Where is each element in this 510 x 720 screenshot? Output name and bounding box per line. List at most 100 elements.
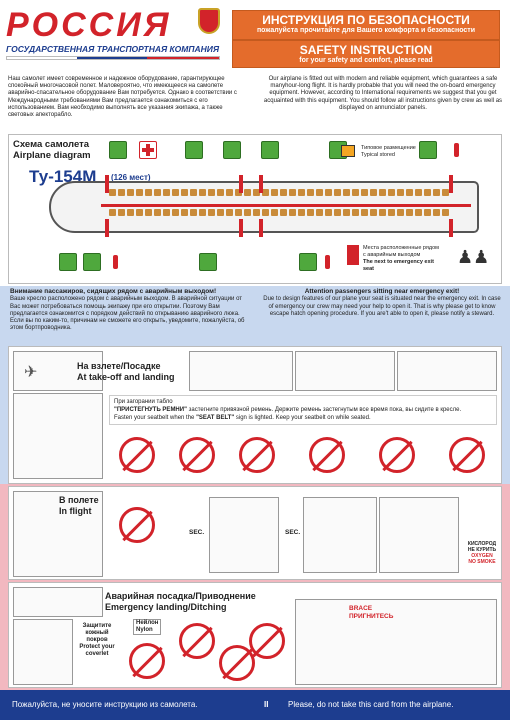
oxygen-no-smoke: КИСЛОРОД НЕ КУРИТЬ OXYGEN NO SMOKE	[467, 541, 497, 565]
instruction-en-banner: SAFETY INSTRUCTION for your safety and c…	[232, 40, 500, 68]
escape-slide-icon	[83, 253, 101, 271]
exit-marker	[105, 175, 109, 193]
in-flight-label-en: In flight	[59, 506, 92, 516]
airplane-diagram: Схема самолета Airplane diagram Ту-154М …	[8, 134, 502, 284]
near-exit-legend: Места расположенные рядом с аварийным вы…	[363, 245, 443, 273]
diagram-title-en: Airplane diagram	[13, 150, 91, 161]
instruction-en-subtitle: for your safety and comfort, please read	[299, 57, 433, 64]
header: РОССИЯ ГОСУДАРСТВЕННАЯ ТРАНСПОРТНАЯ КОМП…	[0, 0, 510, 72]
attention-en-body: Due to design features of our plane your…	[263, 296, 501, 317]
footer-bar: Пожалуйста, не уносите инструкцию из сам…	[0, 690, 510, 720]
instruction-en-title: SAFETY INSTRUCTION	[299, 43, 433, 57]
eagle-emblem-icon	[198, 8, 220, 34]
emergency-label-en: Emergency landing/Ditching	[105, 602, 227, 612]
attention-en-title: Attention passengers sitting near emerge…	[304, 288, 460, 295]
seat-count: (126 мест)	[111, 173, 151, 182]
no-cd-player-icon	[239, 437, 275, 473]
life-vest-icon	[59, 253, 77, 271]
attention-ru: Внимание пассажиров, сидящих рядом с ава…	[10, 288, 254, 333]
instruction-ru-title: ИНСТРУКЦИЯ ПО БЕЗОПАСНОСТИ	[262, 13, 470, 27]
exit-marker	[239, 175, 243, 193]
near-ru: Места расположенные рядом с аварийным вы…	[363, 245, 439, 258]
no-smoke-en: NO SMOKE	[468, 559, 496, 565]
stored-ru: Типовое размещение	[361, 145, 416, 151]
seat-row-2	[109, 209, 449, 216]
company-name: ГОСУДАРСТВЕННАЯ ТРАНСПОРТНАЯ КОМПАНИЯ	[6, 44, 220, 54]
oxygen-mask-icon	[223, 141, 241, 159]
footer-ru: Пожалуйста, не уносите инструкцию из сам…	[12, 700, 198, 709]
exit-marker	[239, 219, 243, 237]
footer-en: Please, do not take this card from the a…	[288, 700, 454, 709]
note-en-bold: "SEAT BELT"	[196, 415, 235, 421]
no-smoking-icon	[449, 437, 485, 473]
emergency-section: Аварийная посадка/Приводнение Emergency …	[8, 582, 502, 688]
seatbelt-release-panel	[397, 351, 497, 391]
exit-marker	[449, 175, 453, 193]
airplane-icon: ✈	[24, 364, 38, 381]
oxygen-ru: КИСЛОРОД НЕ КУРИТЬ	[467, 541, 497, 553]
protect-panel	[13, 619, 73, 685]
near-exit-legend-icon	[347, 245, 359, 265]
no-seatbelt-unfasten-icon	[119, 507, 155, 543]
passengers-icon: ♟♟	[457, 247, 490, 267]
in-flight-label-ru: В полете	[59, 495, 99, 505]
takeoff-label-en: At take-off and landing	[77, 372, 175, 382]
nylon-en: Nylon	[136, 627, 153, 633]
in-flight-section: В полете In flight SEC. SEC. КИСЛОРОД НЕ…	[8, 486, 502, 580]
oxygen-mask-panel	[209, 497, 279, 573]
no-high-heels-icon	[179, 623, 215, 659]
attention-en: Attention passengers sitting near emerge…	[262, 288, 502, 318]
no-glasses-icon	[219, 645, 255, 681]
flag-stripe	[6, 56, 220, 60]
footer-number: II	[264, 700, 269, 709]
seconds-label: SEC.	[189, 529, 205, 536]
takeoff-label: На взлете/Посадке At take-off and landin…	[77, 361, 175, 383]
brace-position-panel	[295, 599, 497, 685]
exit-door-icon	[299, 253, 317, 271]
attention-ru-body: Ваше кресло расположено рядом с аварийны…	[10, 296, 245, 332]
aisle-path	[101, 204, 471, 207]
mask-child-panel	[379, 497, 459, 573]
note-ru-rest: застегните привязной ремень. Держите рем…	[188, 407, 462, 413]
emergency-label-ru: Аварийная посадка/Приводнение	[105, 591, 256, 601]
stored-en: Typical stored	[361, 152, 395, 158]
seatbelt-adjust-panel	[295, 351, 395, 391]
first-aid-icon	[139, 141, 157, 159]
takeoff-label-ru: На взлете/Посадке	[77, 361, 161, 371]
note-ru-bold: "ПРИСТЕГНУТЬ РЕМНИ"	[114, 407, 187, 413]
no-toy-car-icon	[119, 437, 155, 473]
emergency-label: Аварийная посадка/Приводнение Emergency …	[105, 591, 256, 613]
no-nylon-stockings-icon	[129, 643, 165, 679]
brace-label: BRACE ПРИГНИТЕСЬ	[349, 605, 393, 621]
attention-ru-title: Внимание пассажиров, сидящих рядом с ава…	[10, 288, 217, 295]
exit-marker	[259, 219, 263, 237]
intro-ru: Наш самолет имеет современное и надежное…	[8, 76, 237, 119]
in-flight-label: В полете In flight	[59, 495, 99, 517]
exit-door-icon	[185, 141, 203, 159]
instruction-ru-banner: ИНСТРУКЦИЯ ПО БЕЗОПАСНОСТИ пожалуйста пр…	[232, 10, 500, 40]
near-en: The next to emergency exit seat	[363, 259, 434, 272]
no-laptop-icon	[309, 437, 345, 473]
brace-ru: ПРИГНИТЕСЬ	[349, 613, 394, 620]
typical-stored-legend: Типовое размещение Typical stored	[361, 145, 416, 159]
note-ru-prefix: При загорании табло	[114, 399, 173, 405]
seatbelt-note: При загорании табло "ПРИСТЕГНУТЬ РЕМНИ" …	[109, 395, 497, 425]
nylon-label: Нейлон Nylon	[133, 619, 162, 635]
typical-stored-legend-icon	[341, 145, 355, 157]
takeoff-landing-section: ✈ На взлете/Посадке At take-off and land…	[8, 346, 502, 484]
logo-text: РОССИЯ	[6, 6, 172, 44]
life-vest-icon	[109, 141, 127, 159]
seat-row-1	[109, 189, 449, 196]
exit-marker	[449, 219, 453, 237]
exit-marker	[105, 219, 109, 237]
exit-marker	[259, 175, 263, 193]
note-en-prefix: Fasten your seatbelt when the	[114, 415, 195, 421]
intro-en: Our airplane is fitted out with modern a…	[263, 76, 503, 111]
no-mobile-phone-icon	[379, 437, 415, 473]
diagram-title-ru: Схема самолета	[13, 139, 90, 150]
fire-extinguisher-icon	[325, 255, 330, 269]
protect-en: Protect your coverlet	[79, 644, 115, 657]
fire-extinguisher-icon	[113, 255, 118, 269]
in-flight-panel	[13, 491, 103, 577]
takeoff-plane-panel: ✈	[13, 351, 103, 391]
